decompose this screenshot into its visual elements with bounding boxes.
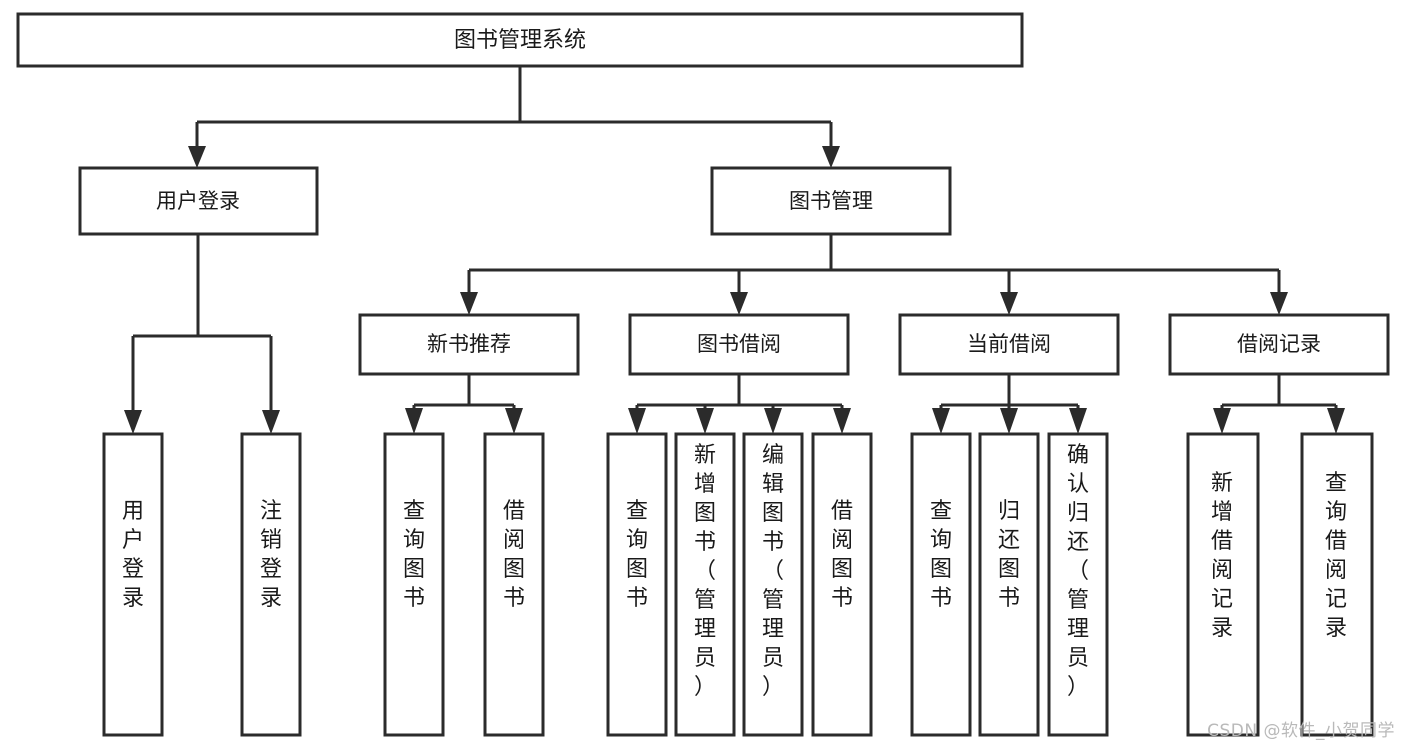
leaf-return-book-label: 归还图书 — [998, 499, 1020, 611]
arrow-to-book-borrow — [730, 292, 748, 315]
csdn-watermark: CSDN @软件_小贺同学 — [1207, 721, 1395, 741]
leaf-logout-label: 注销登录 — [260, 499, 282, 611]
arrow-leaf-add-book — [696, 408, 714, 434]
leaf-user-login[interactable]: 用户登录 — [102, 432, 164, 737]
leaf-confirm-return-box[interactable] — [1047, 432, 1109, 737]
leaf-edit-book[interactable]: 编辑图书（管理员） — [742, 432, 804, 737]
leaf-add-book[interactable]: 新增图书（管理员） — [674, 432, 736, 737]
leaf-borrow-book-1[interactable]: 借阅图书 — [483, 432, 545, 737]
node-current-borrow-label: 当前借阅 — [967, 332, 1051, 356]
leaf-query-book-3-label: 查询图书 — [930, 499, 952, 611]
arrow-leaf-borrow-book-2 — [833, 408, 851, 434]
node-new-book-recommend-box[interactable] — [358, 313, 580, 376]
leaf-confirm-return-label: 确认归还（管理员） — [1067, 443, 1089, 700]
arrow-to-book-management — [822, 146, 840, 168]
leaf-return-book-box[interactable] — [978, 432, 1040, 737]
leaf-logout[interactable]: 注销登录 — [240, 432, 302, 737]
leaf-add-book-label: 新增图书（管理员） — [694, 443, 716, 700]
leaf-borrow-book-2-label: 借阅图书 — [831, 499, 853, 611]
node-new-book-recommend-label: 新书推荐 — [427, 332, 511, 356]
arrow-leaf-user-login — [124, 410, 142, 434]
leaf-user-login-box[interactable] — [102, 432, 164, 737]
arrow-to-user-login — [188, 146, 206, 168]
leaf-query-book-1[interactable]: 查询图书 — [383, 432, 445, 737]
node-borrow-record[interactable]: 借阅记录 — [1168, 313, 1390, 376]
leaf-logout-box[interactable] — [240, 432, 302, 737]
arrow-leaf-query-book-1 — [405, 408, 423, 434]
arrow-leaf-query-book-2 — [628, 408, 646, 434]
node-book-management[interactable]: 图书管理 — [710, 166, 952, 236]
leaf-query-book-2[interactable]: 查询图书 — [606, 432, 668, 737]
arrow-leaf-logout — [262, 410, 280, 434]
connector-layer — [124, 66, 1345, 434]
leaf-query-book-3[interactable]: 查询图书 — [910, 432, 972, 737]
arrow-to-new-book — [460, 292, 478, 315]
leaf-borrow-book-2-box[interactable] — [811, 432, 873, 737]
node-book-management-label: 图书管理 — [789, 189, 873, 213]
leaf-query-book-2-label: 查询图书 — [626, 499, 648, 611]
arrow-leaf-query-book-3 — [932, 408, 950, 434]
leaf-borrow-book-2[interactable]: 借阅图书 — [811, 432, 873, 737]
node-root-label: 图书管理系统 — [454, 28, 586, 53]
node-root-box[interactable] — [16, 12, 1024, 68]
leaf-add-record-box[interactable] — [1186, 432, 1260, 737]
node-book-management-box[interactable] — [710, 166, 952, 236]
leaf-add-book-box[interactable] — [674, 432, 736, 737]
node-book-borrow-box[interactable] — [628, 313, 850, 376]
node-new-book-recommend[interactable]: 新书推荐 — [358, 313, 580, 376]
leaf-query-book-3-box[interactable] — [910, 432, 972, 737]
node-book-borrow-label: 图书借阅 — [697, 332, 781, 356]
leaf-edit-book-label: 编辑图书（管理员） — [762, 443, 784, 700]
arrow-leaf-add-record — [1213, 408, 1231, 434]
arrow-leaf-edit-book — [764, 408, 782, 434]
leaf-query-record-box[interactable] — [1300, 432, 1374, 737]
node-root[interactable]: 图书管理系统 — [16, 12, 1024, 68]
leaf-borrow-book-1-label: 借阅图书 — [503, 499, 525, 611]
node-user-login-label: 用户登录 — [156, 189, 240, 213]
node-borrow-record-box[interactable] — [1168, 313, 1390, 376]
node-user-login[interactable]: 用户登录 — [78, 166, 319, 236]
leaf-user-login-label: 用户登录 — [122, 499, 144, 611]
leaf-edit-book-box[interactable] — [742, 432, 804, 737]
leaf-borrow-book-1-box[interactable] — [483, 432, 545, 737]
arrow-to-borrow-record — [1270, 292, 1288, 315]
arrow-leaf-return-book — [1000, 408, 1018, 434]
leaf-query-book-2-box[interactable] — [606, 432, 668, 737]
leaf-add-record-label: 新增借阅记录 — [1211, 471, 1233, 641]
node-borrow-record-label: 借阅记录 — [1237, 332, 1321, 356]
leaf-query-record-label: 查询借阅记录 — [1325, 471, 1347, 641]
leaf-add-record[interactable]: 新增借阅记录 — [1186, 432, 1260, 737]
arrow-leaf-query-record — [1327, 408, 1345, 434]
node-book-borrow[interactable]: 图书借阅 — [628, 313, 850, 376]
node-current-borrow[interactable]: 当前借阅 — [898, 313, 1120, 376]
leaf-query-book-1-label: 查询图书 — [403, 499, 425, 611]
leaf-return-book[interactable]: 归还图书 — [978, 432, 1040, 737]
arrow-to-current-borrow — [1000, 292, 1018, 315]
arrow-leaf-borrow-book-1 — [505, 408, 523, 434]
leaf-query-book-1-box[interactable] — [383, 432, 445, 737]
node-current-borrow-box[interactable] — [898, 313, 1120, 376]
leaf-confirm-return[interactable]: 确认归还（管理员） — [1047, 432, 1109, 737]
arrow-leaf-confirm-return — [1069, 408, 1087, 434]
node-user-login-box[interactable] — [78, 166, 319, 236]
leaf-query-record[interactable]: 查询借阅记录 — [1300, 432, 1374, 737]
